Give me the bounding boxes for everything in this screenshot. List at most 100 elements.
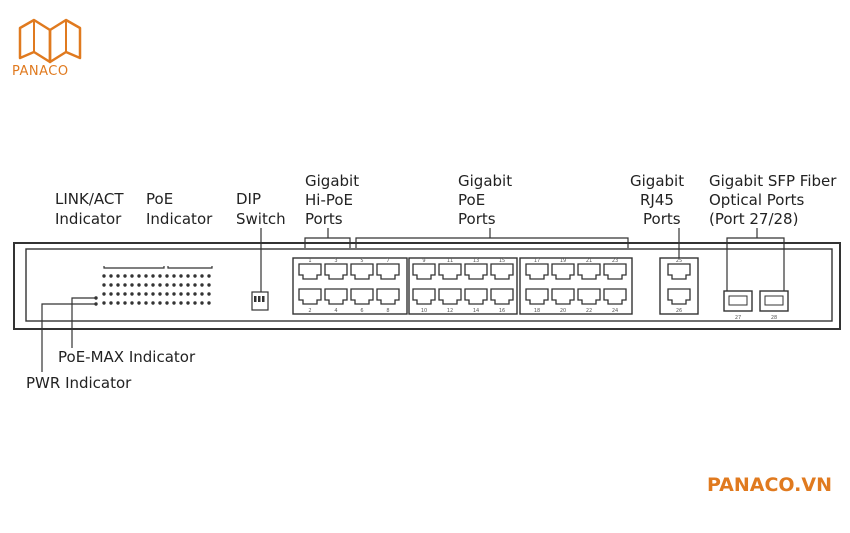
rj45-port xyxy=(350,263,374,280)
rj45-port xyxy=(490,288,514,305)
led-dot xyxy=(102,301,106,305)
led-indicator-grid xyxy=(94,274,211,306)
book-logo-icon xyxy=(18,18,82,64)
sfp-number-27: 27 xyxy=(735,315,741,321)
port-number-bottom: 6 xyxy=(360,308,363,314)
led-dot xyxy=(207,283,211,287)
port-number-top: 19 xyxy=(560,258,566,264)
led-dot xyxy=(158,301,162,305)
led-dot xyxy=(144,301,148,305)
led-dot xyxy=(144,292,148,296)
led-dot xyxy=(130,292,134,296)
led-dot xyxy=(186,274,190,278)
led-dot xyxy=(102,292,106,296)
dip-label-1: DIP xyxy=(236,190,261,208)
led-dot xyxy=(193,292,197,296)
rj45-port xyxy=(298,263,322,280)
panaco-logo xyxy=(12,10,92,90)
led-dot xyxy=(158,292,162,296)
led-dot xyxy=(193,301,197,305)
hipoe-label-1: Gigabit xyxy=(305,172,359,190)
led-dot xyxy=(200,301,204,305)
rj45-port xyxy=(438,263,462,280)
rj45-label-1: Gigabit xyxy=(630,172,684,190)
led-dot xyxy=(123,274,127,278)
poe-max-label: PoE-MAX Indicator xyxy=(58,348,196,366)
sfp-label-1: Gigabit SFP Fiber xyxy=(709,172,837,190)
led-dot xyxy=(172,301,176,305)
led-dot xyxy=(200,274,204,278)
pwr-label: PWR Indicator xyxy=(26,374,132,392)
led-dot xyxy=(179,292,183,296)
poe-ports-label-3: Ports xyxy=(458,210,496,228)
led-dot xyxy=(144,274,148,278)
port-number-25: 25 xyxy=(676,258,682,264)
port-number-bottom: 8 xyxy=(386,308,389,314)
port-number-bottom: 16 xyxy=(499,308,505,314)
led-dot xyxy=(193,283,197,287)
led-dot xyxy=(109,292,113,296)
led-dot xyxy=(172,283,176,287)
port-number-26: 26 xyxy=(676,308,682,314)
switch-chassis-outer xyxy=(13,242,841,330)
led-dot xyxy=(116,292,120,296)
led-dot xyxy=(137,274,141,278)
led-dot xyxy=(193,274,197,278)
port-block-1 xyxy=(292,257,408,315)
hipoe-label-3: Ports xyxy=(305,210,343,228)
led-dot xyxy=(207,292,211,296)
port-number-top: 23 xyxy=(612,258,618,264)
led-dot xyxy=(165,292,169,296)
sfp-port-27 xyxy=(723,290,753,312)
rj45-port xyxy=(551,288,575,305)
led-dot xyxy=(200,292,204,296)
port-number-top: 1 xyxy=(308,258,311,264)
led-dot xyxy=(130,274,134,278)
hipoe-label-2: Hi-PoE xyxy=(305,191,353,209)
led-dot xyxy=(151,274,155,278)
rj45-port xyxy=(603,288,627,305)
led-dot xyxy=(116,283,120,287)
rj45-label-3: Ports xyxy=(643,210,681,228)
pwr-led-dot xyxy=(94,302,98,306)
led-dot xyxy=(158,283,162,287)
led-dot xyxy=(102,283,106,287)
led-dot xyxy=(151,283,155,287)
port-number-top: 5 xyxy=(360,258,363,264)
rj45-port xyxy=(464,288,488,305)
led-dot xyxy=(207,274,211,278)
led-dot xyxy=(207,301,211,305)
led-dot xyxy=(151,292,155,296)
rj45-port xyxy=(667,263,691,280)
port-number-bottom: 24 xyxy=(612,308,618,314)
led-dot xyxy=(172,274,176,278)
port-number-top: 17 xyxy=(534,258,540,264)
port-number-bottom: 22 xyxy=(586,308,592,314)
port-number-top: 11 xyxy=(447,258,453,264)
dip-switch xyxy=(251,291,269,311)
port-number-top: 3 xyxy=(334,258,337,264)
sfp-number-28: 28 xyxy=(771,315,777,321)
rj45-port xyxy=(525,263,549,280)
led-dot xyxy=(109,283,113,287)
sfp-label-3: (Port 27/28) xyxy=(709,210,798,228)
led-dot xyxy=(179,283,183,287)
led-dot xyxy=(109,301,113,305)
switch-chassis-inner xyxy=(25,248,833,322)
rj45-port xyxy=(438,288,462,305)
port-number-top: 9 xyxy=(422,258,425,264)
led-dot xyxy=(179,274,183,278)
led-dot xyxy=(130,283,134,287)
led-dot xyxy=(165,283,169,287)
led-dot xyxy=(102,274,106,278)
port-number-bottom: 18 xyxy=(534,308,540,314)
rj45-port xyxy=(667,288,691,305)
port-number-bottom: 12 xyxy=(447,308,453,314)
rj45-port xyxy=(490,263,514,280)
poe-ports-label-2: PoE xyxy=(458,191,485,209)
link-act-label-1: LINK/ACT xyxy=(55,190,124,208)
poe-indicator-label-1: PoE xyxy=(146,190,173,208)
led-dot xyxy=(116,301,120,305)
rj45-port xyxy=(464,263,488,280)
